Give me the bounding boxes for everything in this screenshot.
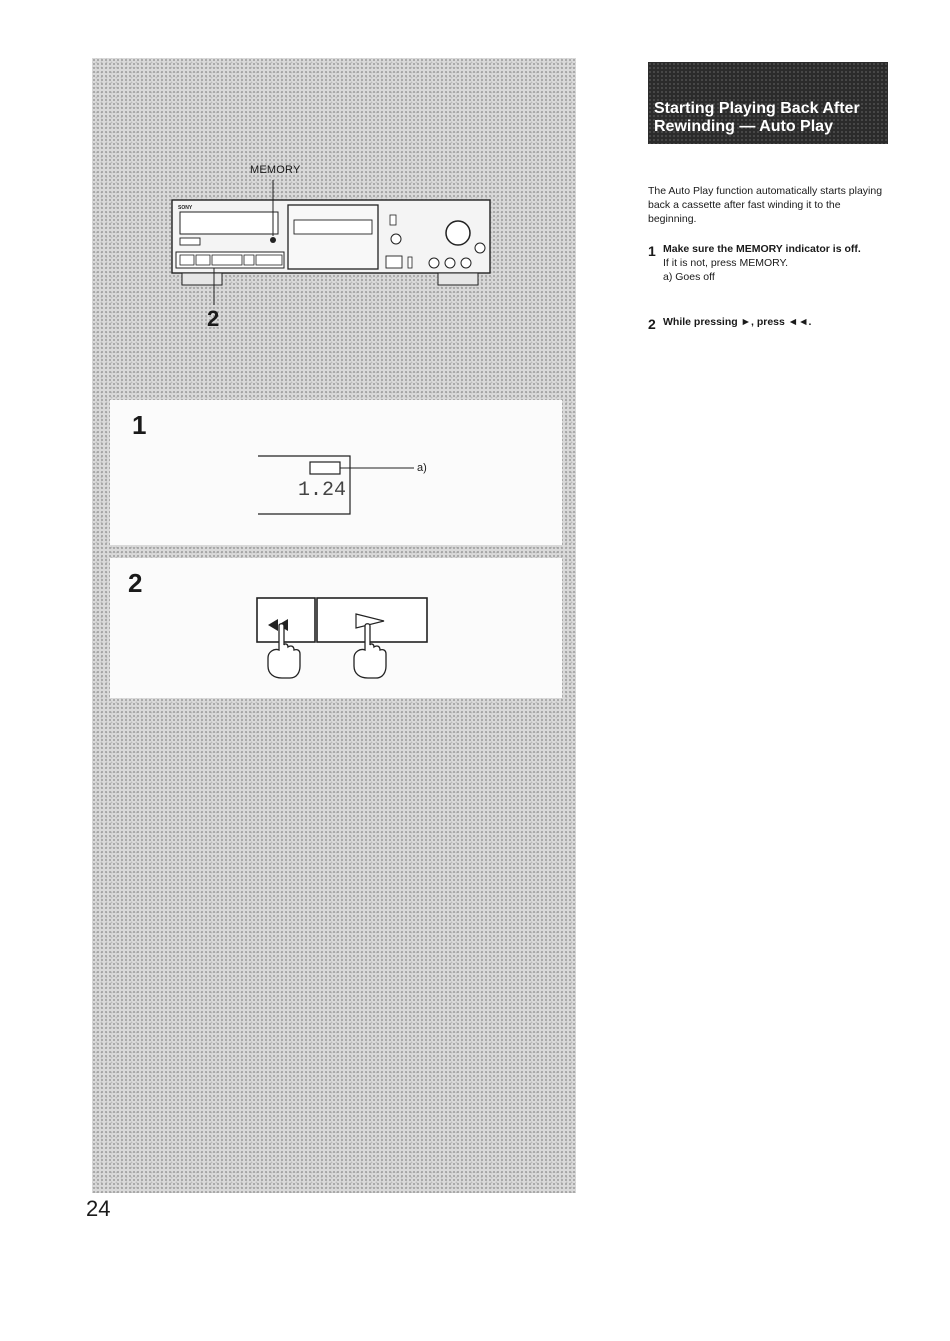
- display-callout: a): [417, 462, 427, 474]
- memory-display-illustration: 1.24: [258, 452, 418, 518]
- memory-label: MEMORY: [250, 164, 301, 176]
- rewind-button: [257, 598, 315, 642]
- instruction-heading: While pressing ►, press ◄◄.: [663, 316, 888, 329]
- instruction-1: 1 Make sure the MEMORY indicator is off.…: [648, 243, 888, 284]
- rewind-play-buttons-illustration: [254, 594, 434, 684]
- display-digits: 1.24: [298, 479, 346, 502]
- page-number: 24: [86, 1196, 110, 1222]
- intro-paragraph: The Auto Play function automatically sta…: [648, 184, 888, 226]
- instruction-body: If it is not, press MEMORY.: [663, 257, 888, 270]
- deck-brand: SONY: [178, 205, 193, 211]
- instruction-heading: Make sure the MEMORY indicator is off.: [663, 243, 888, 256]
- cassette-deck-illustration: SONY: [160, 160, 500, 305]
- memory-button: [270, 237, 276, 243]
- instruction-note: a) Goes off: [663, 271, 888, 284]
- memory-indicator: [310, 462, 340, 474]
- deck-step-callout: 2: [207, 306, 219, 332]
- section-title-box: Starting Playing Back After Rewinding — …: [648, 62, 888, 144]
- panel-1-step-number: 1: [132, 412, 146, 438]
- instruction-number: 2: [648, 316, 656, 332]
- section-title: Starting Playing Back After Rewinding — …: [654, 100, 884, 136]
- instruction-2: 2 While pressing ►, press ◄◄.: [648, 316, 888, 329]
- play-button: [317, 598, 427, 642]
- instruction-number: 1: [648, 243, 656, 259]
- panel-2-step-number: 2: [128, 570, 142, 596]
